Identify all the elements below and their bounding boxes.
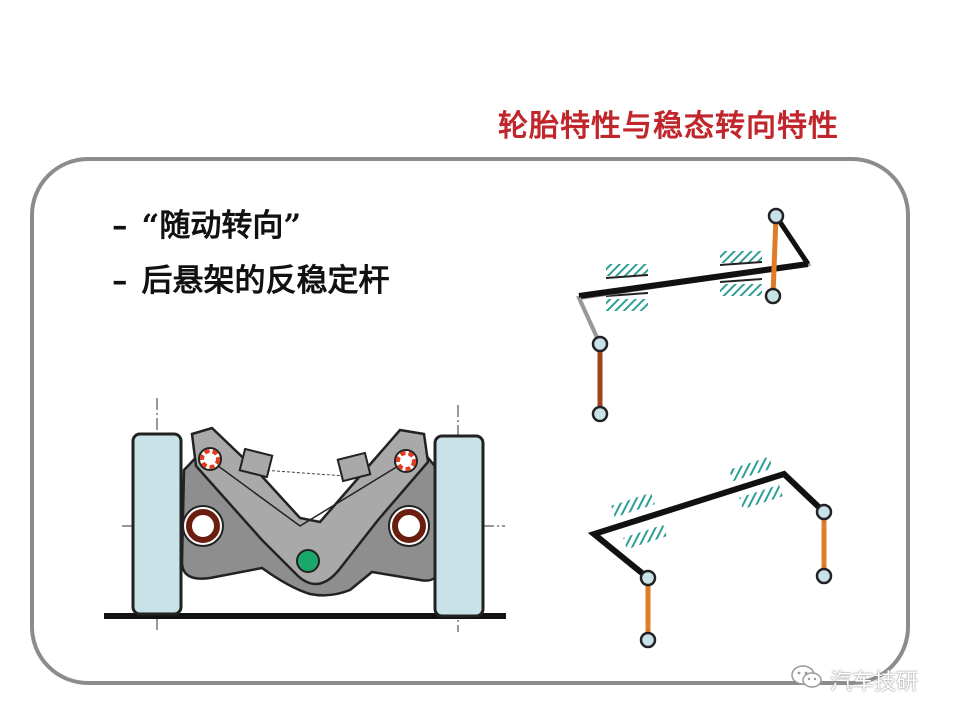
wheel-hub bbox=[186, 509, 220, 543]
bushing bbox=[396, 451, 416, 471]
link-joint bbox=[815, 503, 833, 521]
link-joint bbox=[639, 631, 657, 649]
bullet-item: –“随动转向” bbox=[112, 200, 301, 245]
arm-centerline bbox=[209, 459, 409, 527]
link-joint bbox=[764, 287, 782, 305]
wheel-right bbox=[433, 434, 485, 618]
link-joint bbox=[591, 405, 609, 423]
anti-roll-bar-arm bbox=[773, 214, 811, 266]
watermark-text: 汽车技研 bbox=[830, 670, 919, 695]
bushing-hatch bbox=[739, 484, 783, 510]
bushing-hatch bbox=[611, 492, 655, 518]
bushing-line bbox=[605, 274, 649, 279]
bushing-hatch bbox=[606, 264, 648, 276]
link-joint bbox=[767, 207, 785, 225]
rear-suspension-front-view bbox=[104, 398, 506, 632]
bushing-line bbox=[719, 261, 763, 266]
anti-roll-bar-arm bbox=[577, 297, 602, 345]
linkage-schematic-lower bbox=[587, 456, 833, 649]
bushing-hatch bbox=[720, 251, 762, 263]
wechat-icon bbox=[790, 664, 824, 696]
link-joint bbox=[639, 569, 657, 587]
bushing-hatch bbox=[623, 524, 667, 550]
wheel-left bbox=[131, 432, 183, 616]
bushing bbox=[200, 449, 220, 469]
bullet-text: “随动转向” bbox=[141, 208, 302, 244]
watermark: 汽车技研 bbox=[790, 664, 918, 696]
mount-block bbox=[336, 451, 372, 483]
mount-block bbox=[238, 447, 274, 479]
bullet-dash: – bbox=[112, 208, 128, 244]
slide-title: 轮胎特性与稳态转向特性 bbox=[498, 109, 839, 144]
wheel-hub bbox=[392, 509, 426, 543]
pivot-joint bbox=[296, 549, 320, 573]
bushing-hatch bbox=[720, 284, 762, 296]
bushing-line bbox=[605, 292, 649, 297]
anti-roll-bar bbox=[578, 261, 809, 299]
anti-roll-bar bbox=[587, 470, 827, 581]
bullet-text: 后悬架的反稳定杆 bbox=[141, 263, 390, 299]
bullet-item: –后悬架的反稳定杆 bbox=[112, 255, 390, 300]
linkage-schematic-upper bbox=[576, 207, 812, 423]
bushing-hatch bbox=[606, 299, 648, 311]
content-frame bbox=[30, 157, 910, 685]
bushing-line bbox=[719, 278, 763, 283]
arm-centerline bbox=[261, 469, 346, 477]
bullet-dash: – bbox=[112, 263, 128, 299]
drop-link bbox=[770, 215, 779, 297]
bushing-hatch bbox=[729, 456, 773, 482]
link-joint bbox=[815, 567, 833, 585]
link-joint bbox=[591, 335, 609, 353]
